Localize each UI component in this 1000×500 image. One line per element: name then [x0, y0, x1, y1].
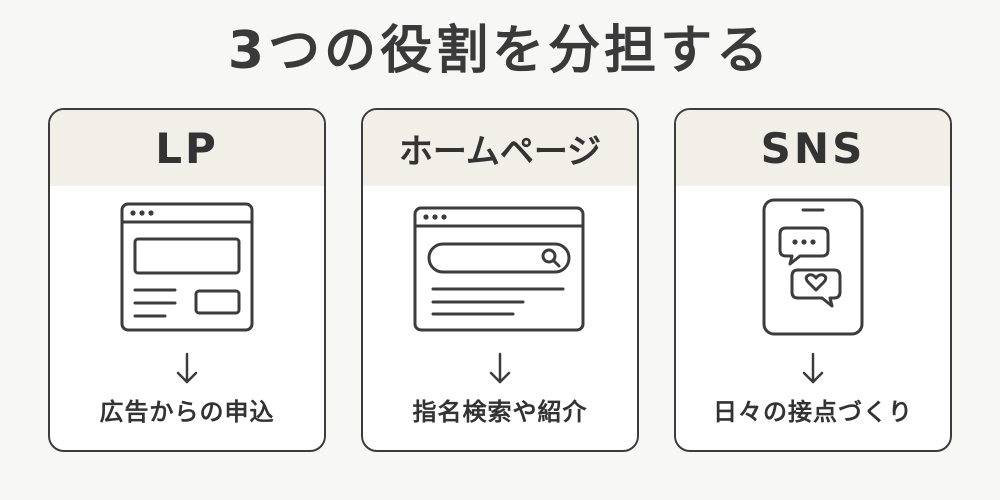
down-arrow-icon	[802, 352, 824, 384]
down-arrow-icon	[176, 352, 198, 384]
card-caption: 日々の接点づくり	[713, 398, 913, 426]
card-lp: LP 広告からの申込	[48, 108, 326, 452]
card-caption: 指名検索や紹介	[412, 398, 588, 426]
page-title: 3つの役割を分担する	[227, 21, 773, 81]
card-sns: SNS 日々の接点づくり	[674, 108, 952, 452]
down-arrow-icon	[489, 352, 511, 384]
card-heading: ホームページ	[363, 110, 637, 186]
landing-page-window-icon	[120, 202, 254, 332]
card-heading: LP	[50, 110, 324, 186]
card-heading: SNS	[676, 110, 950, 186]
search-browser-window-icon	[413, 206, 585, 332]
card-homepage: ホームページ 指名検索や紹介	[361, 108, 639, 452]
smartphone-chat-icon	[762, 198, 864, 336]
card-caption: 広告からの申込	[99, 398, 275, 426]
